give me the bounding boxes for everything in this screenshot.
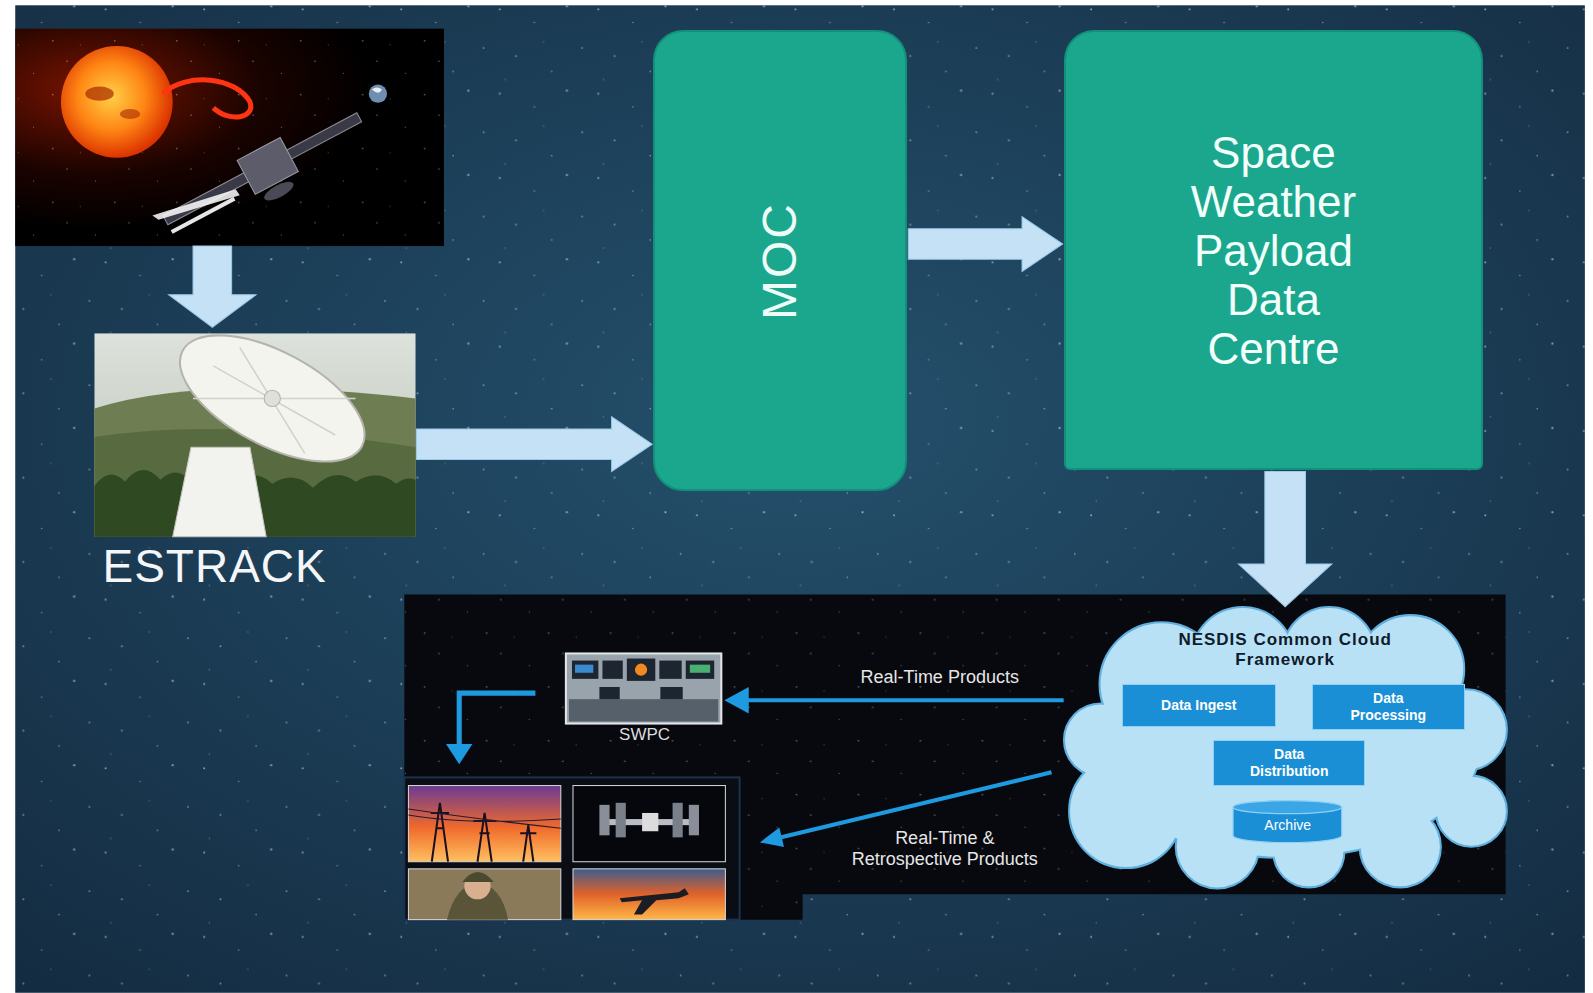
space-station-photo <box>599 805 609 835</box>
node-label: MOC <box>756 202 804 320</box>
node-label: NESDIS Common Cloud Framework <box>1160 630 1410 670</box>
cloud-framework: NESDIS Common Cloud FrameworkData Ingest… <box>1065 608 1506 886</box>
sun-spacecraft-picture <box>372 88 382 93</box>
power-grid-photo <box>408 786 560 862</box>
node-label: SWPC <box>619 725 670 745</box>
space-station-photo <box>689 805 699 835</box>
swpc-control-room-picture <box>566 653 721 723</box>
sun-spacecraft-picture <box>15 29 444 246</box>
space-station-photo <box>573 786 725 862</box>
swpc-control-room-picture <box>635 664 647 676</box>
swpc-control-room-picture <box>690 665 710 673</box>
cloud-fill <box>1360 807 1439 886</box>
sun-spacecraft-picture <box>85 87 113 101</box>
products-panel <box>404 595 1505 920</box>
ground-station-picture <box>94 310 415 537</box>
ground-station-picture <box>193 348 356 454</box>
swpc-control-room-picture <box>602 661 622 679</box>
downlink-arrow <box>169 246 256 327</box>
sun-spacecraft-picture <box>163 170 254 225</box>
swpc-control-room-picture <box>569 699 718 721</box>
starfield-background <box>15 5 1585 992</box>
sun-spacecraft-picture <box>285 113 362 160</box>
ground-station: ESTRACK <box>94 333 415 589</box>
edge-label: Real-Time Products <box>861 667 1019 687</box>
cloud-outline <box>1437 776 1506 845</box>
process-box: Space Weather Payload Data Centre <box>1064 30 1484 470</box>
flow-label: Real-Time & Retrospective Products <box>845 828 1045 870</box>
flow-arrow <box>724 687 1063 713</box>
distribution-arrows <box>459 693 535 746</box>
swpc-control-room-picture <box>566 653 721 723</box>
users-pictures <box>404 777 739 919</box>
aircraft-photo <box>573 869 725 920</box>
node-label: Data Processing <box>1334 690 1442 724</box>
swpc-control-room-picture <box>572 661 598 679</box>
ground-station-picture <box>264 390 280 406</box>
service-box: Data Ingest <box>1122 684 1276 728</box>
flow-arrow <box>417 417 653 472</box>
space-station-photo <box>642 813 658 831</box>
node-label: Space Weather Payload Data Centre <box>1166 128 1381 373</box>
sun-spacecraft-picture <box>61 46 173 158</box>
space-station-photo <box>573 786 725 862</box>
flow-arrow <box>1238 472 1331 607</box>
space-station-photo <box>616 803 626 838</box>
operations-center: SWPC <box>566 653 723 744</box>
cloud-outline <box>1360 807 1439 886</box>
ground-station-picture <box>173 447 266 536</box>
sun-spacecraft-picture <box>262 178 296 204</box>
starfield-background <box>15 5 1585 992</box>
starfield-background <box>15 5 1585 992</box>
cylinder-top <box>1233 800 1342 813</box>
aircraft-photo <box>620 888 689 914</box>
service-box: Data Processing <box>1312 684 1465 730</box>
sun-spacecraft-picture <box>156 100 375 250</box>
node-label: Data Distribution <box>1235 746 1343 780</box>
swpc-control-room-picture <box>627 659 655 681</box>
ground-station-picture <box>161 310 384 488</box>
archive-cylinder: Archive <box>1231 799 1344 844</box>
aircraft-photo <box>573 869 725 920</box>
swpc-control-room-picture <box>575 665 593 673</box>
distribution-arrows <box>781 772 1051 837</box>
soldier-photo <box>408 869 560 920</box>
ground-station-picture <box>94 429 415 537</box>
swpc-control-room-picture <box>659 661 681 679</box>
node-label: Archive <box>1264 817 1311 834</box>
sun-spacecraft-picture <box>15 29 444 250</box>
power-grid-photo <box>408 809 560 828</box>
flow-arrow <box>908 217 1062 272</box>
swpc-control-room-picture <box>686 661 714 679</box>
products-panel <box>404 595 1505 920</box>
sun-spacecraft-picture <box>15 29 444 246</box>
power-grid-photo <box>431 803 537 862</box>
sun-spacecraft-picture <box>369 85 387 103</box>
sun-spacecraft-picture <box>163 80 251 117</box>
products-panel <box>404 595 1505 920</box>
sun-spacecraft-picture <box>120 109 140 119</box>
downlink-arrow <box>169 246 256 327</box>
swpc-control-room-picture <box>660 687 682 699</box>
distribution-arrows <box>446 744 472 764</box>
distribution-arrows <box>446 693 1052 847</box>
sun-spacecraft-picture <box>152 189 239 219</box>
soldier-photo <box>462 872 493 882</box>
process-box: MOC <box>653 30 907 490</box>
distribution-arrows <box>760 827 784 847</box>
node-label: Data Ingest <box>1161 697 1236 714</box>
swpc-control-room-picture <box>599 687 619 699</box>
space-station-photo <box>673 803 683 838</box>
node-label: ESTRACK <box>94 543 326 589</box>
cloud-fill <box>1437 776 1506 845</box>
users-pictures <box>404 777 739 919</box>
power-grid-photo <box>408 786 560 862</box>
service-box: Data Distribution <box>1213 740 1365 786</box>
soldier-photo <box>408 869 560 920</box>
